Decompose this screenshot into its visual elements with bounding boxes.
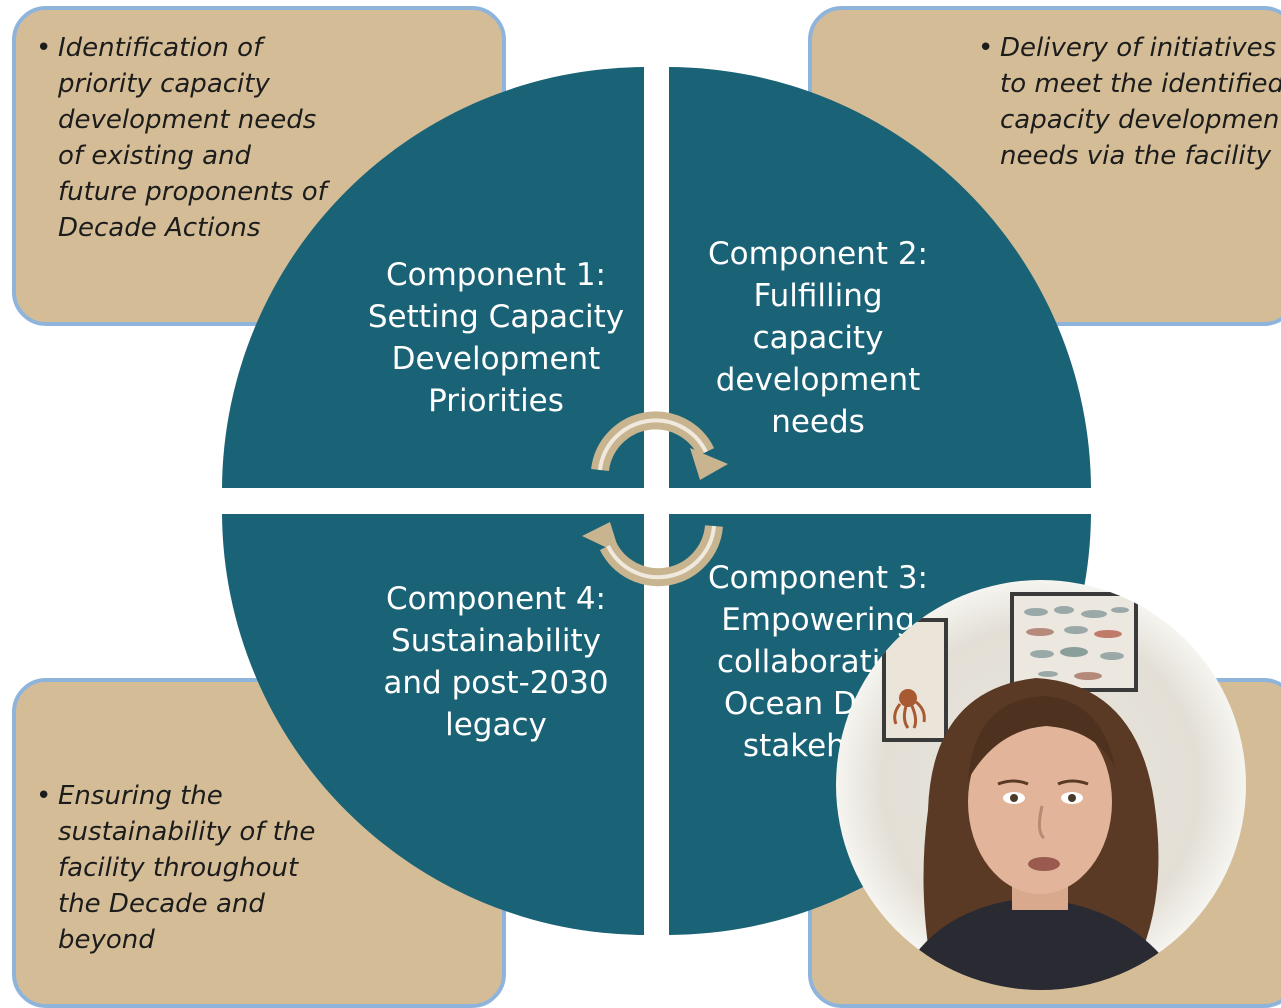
top-left-bullet: Identification of priority capacity deve… (36, 30, 336, 246)
bottom-left-bullet: Ensuring the sustainability of the facil… (36, 778, 336, 958)
component-3-label: Component 3: Empowering collaboration Oc… (668, 557, 968, 767)
curved-arrow-top-icon (591, 411, 728, 480)
component-2-line: needs (771, 404, 865, 440)
component-4-label: Component 4: Sustainability and post-203… (336, 578, 656, 746)
component-4-line: legacy (445, 707, 547, 743)
component-1-line: Setting Capacity (367, 299, 625, 335)
component-2-label: Component 2: Fulfilling capacity develop… (668, 233, 968, 443)
component-4-line: and post-2030 (383, 665, 609, 701)
component-2-line: Component 2: (708, 236, 928, 272)
component-4-line: Component 4: (386, 581, 606, 617)
component-2-line: Fulfilling (753, 278, 883, 314)
component-2-line: capacity (752, 320, 884, 356)
presenter-avatar (882, 592, 1186, 990)
component-2-line: development (715, 362, 921, 398)
curved-arrow-bottom-icon (582, 522, 723, 587)
presenter-video-overlay (836, 580, 1246, 990)
quadrant-2 (669, 67, 1091, 488)
component-1-line: Priorities (428, 383, 564, 419)
quadrant-4 (222, 514, 644, 935)
component-4-line: Sustainability (391, 623, 601, 659)
quadrant-1 (222, 67, 644, 488)
top-right-bullet: Delivery of initiatives to meet the iden… (978, 30, 1281, 174)
component-1-line: Development (391, 341, 601, 377)
component-3-line: Empowering (721, 602, 915, 638)
component-3-line: Component 3: (708, 560, 928, 596)
component-1-label: Component 1: Setting Capacity Developmen… (336, 254, 656, 422)
component-1-line: Component 1: (386, 257, 606, 293)
